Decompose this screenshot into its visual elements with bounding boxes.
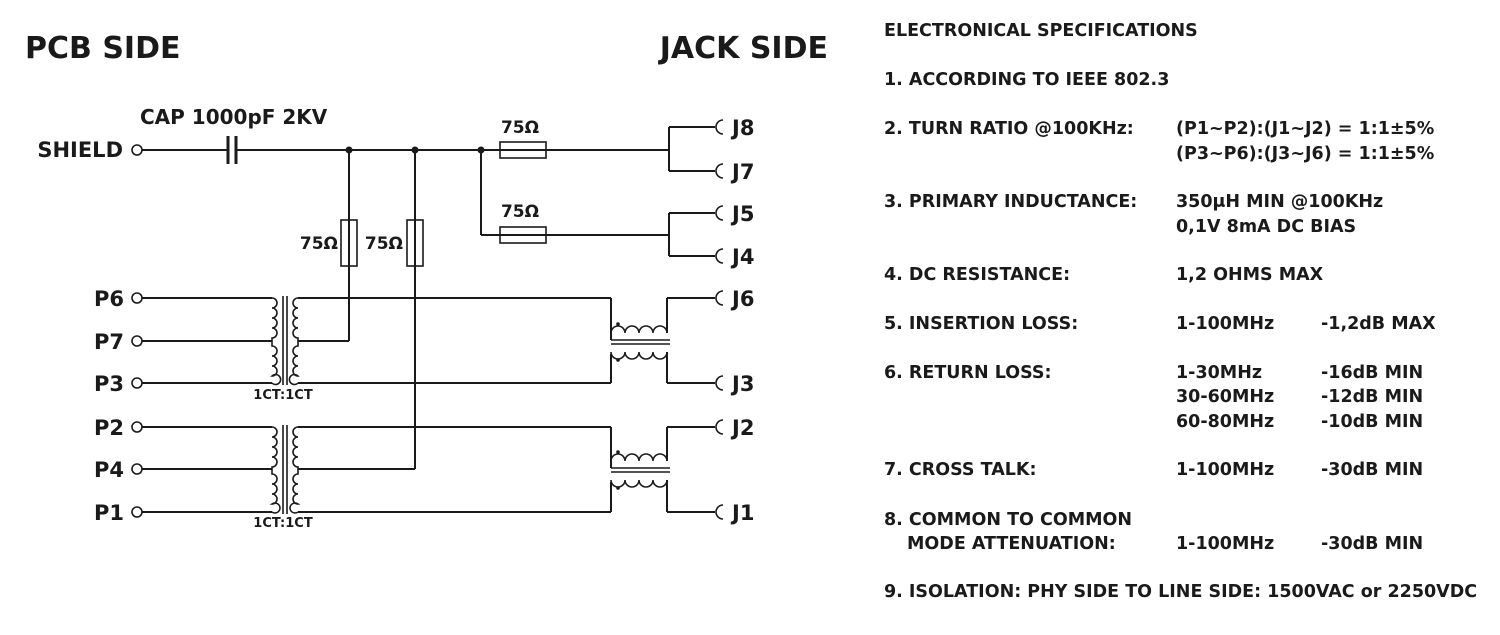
spec-8-value: -30dB MIN bbox=[1321, 534, 1424, 554]
spec-3-label: 3. PRIMARY INDUCTANCE: bbox=[884, 192, 1138, 212]
spec-5-value: -1,2dB MAX bbox=[1321, 314, 1436, 334]
spec-8-label-2: MODE ATTENUATION: bbox=[907, 534, 1116, 554]
pin-label: J3 bbox=[730, 372, 754, 396]
transformer-1: 1CT:1CT bbox=[253, 296, 313, 403]
resistor-75-right bbox=[406, 219, 424, 267]
jack-terminals bbox=[715, 119, 724, 520]
jack-side-heading: JACK SIDE bbox=[658, 31, 828, 66]
choke-1 bbox=[610, 297, 715, 384]
pin-label: P4 bbox=[94, 458, 124, 482]
spec-5-label: 5. INSERTION LOSS: bbox=[884, 314, 1079, 334]
secondary-wires bbox=[298, 297, 612, 513]
spec-4-label: 4. DC RESISTANCE: bbox=[884, 265, 1071, 285]
spec-6-value-3: -10dB MIN bbox=[1321, 412, 1424, 432]
specs-title: ELECTRONICAL SPECIFICATIONS bbox=[884, 21, 1198, 41]
spec-7-label: 7. CROSS TALK: bbox=[884, 460, 1037, 480]
spec-6-freq-1: 1-30MHz bbox=[1176, 363, 1263, 383]
pin-label: P6 bbox=[94, 287, 124, 311]
resistor-label: 75Ω bbox=[501, 202, 539, 222]
choke-2 bbox=[610, 426, 715, 513]
shield-label: SHIELD bbox=[37, 138, 123, 162]
primary-wires bbox=[142, 297, 272, 513]
spec-5-freq: 1-100MHz bbox=[1176, 314, 1275, 334]
spec-4-value: 1,2 OHMS MAX bbox=[1176, 265, 1324, 285]
spec-3-value-1: 350μH MIN @100KHz bbox=[1176, 192, 1384, 212]
pin-label: P7 bbox=[94, 330, 124, 354]
transformer-2: 1CT:1CT bbox=[253, 425, 313, 531]
pin-label: J2 bbox=[730, 416, 754, 440]
spec-1: 1. ACCORDING TO IEEE 802.3 bbox=[884, 70, 1170, 90]
pin-label: J1 bbox=[730, 501, 754, 525]
pin-label: P3 bbox=[94, 372, 124, 396]
spec-7-value: -30dB MIN bbox=[1321, 460, 1424, 480]
ct-ratio-label: 1CT:1CT bbox=[253, 516, 313, 531]
schematic-diagram: PCB SIDE JACK SIDE SHIELD CAP 1000pF 2KV… bbox=[25, 31, 828, 531]
pin-label: P1 bbox=[94, 501, 124, 525]
spec-6-label: 6. RETURN LOSS: bbox=[884, 363, 1052, 383]
ct-ratio-label: 1CT:1CT bbox=[253, 388, 313, 403]
jack-pins: J8 J7 J5 J4 J6 J3 J2 J1 bbox=[730, 116, 754, 525]
spec-6-freq-2: 30-60MHz bbox=[1176, 387, 1275, 407]
pcb-terminals bbox=[131, 292, 143, 518]
shield-terminal bbox=[131, 144, 143, 156]
resistor-label: 75Ω bbox=[365, 234, 403, 254]
resistor-75-mid bbox=[499, 226, 547, 244]
spec-3-value-2: 0,1V 8mA DC BIAS bbox=[1176, 217, 1357, 237]
pin-label: J8 bbox=[730, 116, 754, 140]
spec-6-value-2: -12dB MIN bbox=[1321, 387, 1424, 407]
spec-8-label-1: 8. COMMON TO COMMON bbox=[884, 510, 1133, 530]
capacitor-label: CAP 1000pF 2KV bbox=[140, 105, 328, 129]
resistor-label: 75Ω bbox=[300, 234, 338, 254]
spec-2-value-2: (P3~P6):(J3~J6) = 1:1±5% bbox=[1176, 144, 1435, 164]
pin-label: P2 bbox=[94, 416, 124, 440]
pcb-side-heading: PCB SIDE bbox=[25, 31, 180, 66]
pin-label: J6 bbox=[730, 287, 754, 311]
spec-2-label: 2. TURN RATIO @100KHz: bbox=[884, 119, 1134, 139]
pcb-pins: P6 P7 P3 P2 P4 P1 bbox=[94, 287, 124, 525]
spec-9: 9. ISOLATION: PHY SIDE TO LINE SIDE: 150… bbox=[884, 582, 1478, 602]
pin-label: J4 bbox=[730, 245, 754, 269]
resistor-label: 75Ω bbox=[501, 118, 539, 138]
resistor-75-top bbox=[499, 141, 547, 159]
spec-8-freq: 1-100MHz bbox=[1176, 534, 1275, 554]
spec-7-freq: 1-100MHz bbox=[1176, 460, 1275, 480]
pin-label: J7 bbox=[730, 160, 754, 184]
spec-2-value-1: (P1~P2):(J1~J2) = 1:1±5% bbox=[1176, 119, 1435, 139]
resistor-75-left bbox=[340, 219, 358, 267]
pin-label: J5 bbox=[730, 202, 754, 226]
spec-6-freq-3: 60-80MHz bbox=[1176, 412, 1275, 432]
spec-6-value-1: -16dB MIN bbox=[1321, 363, 1424, 383]
